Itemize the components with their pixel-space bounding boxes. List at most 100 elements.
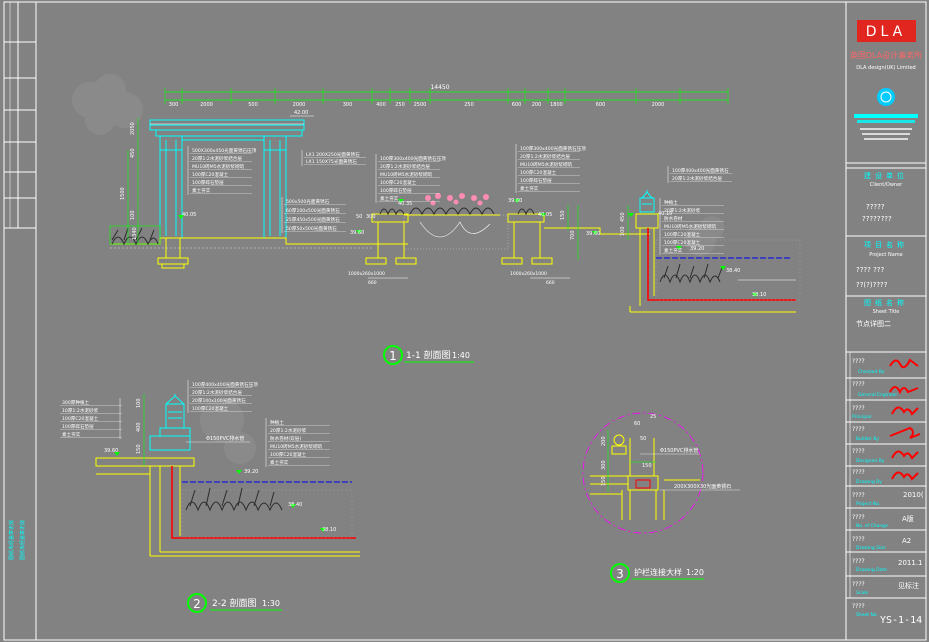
section-3-title-text: 护栏连接大样: [634, 567, 682, 577]
s2-elev-39-20: 39.20: [244, 469, 258, 475]
d3-note-a: Φ150PVC排水管: [660, 447, 698, 454]
s2-note-left-4: 素土夯实: [62, 431, 81, 438]
size-value: A2: [902, 537, 911, 545]
segment-dim-2: 500: [248, 102, 258, 108]
d3-dim-60: 60: [634, 421, 640, 427]
d3-dim-200: 200: [601, 436, 607, 446]
s1-note-left-2: MU10砖M5水泥砂浆砌筑: [192, 163, 245, 170]
pergola-top-elev: 42.00: [294, 110, 308, 116]
project-no-value: 2010(: [903, 491, 924, 499]
width-label-1: 660: [368, 280, 377, 286]
client-label-en: Client/Owner: [870, 182, 903, 188]
section-2-drawing: 39.60 39.20 38.40 38.10 100 400 150 300厚…: [60, 380, 360, 613]
elev-40-10: 40.10: [658, 211, 672, 217]
sheet-no-q: ????: [852, 603, 865, 610]
client-value-1: ?????: [866, 203, 885, 211]
ground-line-3: [544, 227, 650, 235]
s2-dim-400: 400: [136, 422, 142, 432]
title-block: [845, 2, 926, 640]
approved-signature: [889, 386, 919, 395]
elev-39-20: 39.20: [690, 246, 704, 252]
s2-note-left-1: 10厚1:2水泥砂浆: [62, 407, 99, 414]
elevation-markers-1: [178, 199, 758, 297]
segment-dim-13: 2000: [652, 102, 665, 108]
pool-wall-2: [95, 457, 360, 557]
s1-note-right-4: 100厚碎石垫层: [520, 177, 552, 184]
detail-dims: 25 60 50 200 300 150 150: [601, 414, 656, 486]
planter-soil: [403, 214, 509, 250]
section-3-title-num: 3: [616, 567, 624, 581]
firm-name-en: DLA design(UK) Limited: [856, 65, 915, 71]
side-dim-lines-1: [127, 118, 629, 260]
side-dims-1: 2050 450 1500 100 1340 50 300 150 700 45…: [120, 122, 626, 240]
elev-39-60-c: 39.60: [586, 231, 600, 237]
s1-note-base-0: 500x500光面黄锈石: [286, 198, 330, 205]
s1-note-mid-3: 100厚C20混凝土: [380, 179, 417, 186]
approved-q: ????: [852, 381, 865, 388]
s1-note-right-2: MU10砖M5水泥砂浆砌筑: [520, 161, 573, 168]
notes-2-top: 100厚400x400光面黄锈石压顶20厚1:2水泥砂浆结合层20厚100x10…: [187, 380, 258, 413]
notes-pergola: 500X300x450光面黄锈石压顶20厚1:2水泥砂浆结合层MU10砖M5水泥…: [187, 146, 257, 195]
principal-label: Principal: [852, 414, 871, 420]
checked-label: Checked By: [858, 369, 885, 375]
partner-seal-icon: [877, 88, 895, 106]
section-1-title: 1 1-1 剖面图 1:40: [383, 345, 474, 365]
section-1-title-text: 1-1 剖面图: [406, 349, 451, 361]
builder-signature: [889, 426, 921, 439]
sheet-no-label: Sheet No.: [856, 612, 878, 618]
client-value-2: ????????: [862, 215, 892, 223]
checked-q: ????: [852, 358, 865, 365]
segment-dim-12: 600: [596, 102, 606, 108]
checked-signature: [889, 358, 919, 369]
elev-39-60-a: 39.60: [350, 230, 364, 236]
elev-38-40: 38.40: [726, 268, 740, 274]
s2-note-top-3: 100厚C20混凝土: [192, 405, 229, 412]
left-border-stamp-text-2: 图纸未经盖章无效: [19, 520, 26, 560]
vdim-100: 100: [130, 210, 136, 220]
section-3-detail: 25 60 50 200 300 150 150 Φ150PVC排水管 200X…: [582, 412, 740, 583]
s1-note-pool-4: 100厚C20混凝土: [664, 231, 701, 238]
scale-label: Scale: [856, 590, 868, 596]
segment-dim-6: 250: [395, 102, 405, 108]
vdim-450r: 450: [620, 212, 626, 222]
s2-note-right-5: 素土夯实: [270, 459, 289, 466]
s2-note-right-0: 种植土: [270, 419, 284, 426]
notes-base: 500x500光面黄锈石60厚100x500光面黄锈石25厚450x500光面黄…: [281, 197, 346, 233]
designed-q: ????: [852, 448, 865, 455]
pool-red-lining: [647, 228, 796, 301]
s1-note-pool-3: MU10砖M5水泥砂浆砌筑: [664, 223, 717, 230]
vdim-2050: 2050: [130, 122, 136, 135]
date-value: 2011.1: [898, 559, 923, 567]
s1-note-left-3: 100厚C20混凝土: [192, 171, 229, 178]
scale-value: 见标注: [898, 581, 919, 590]
vdim-450: 450: [130, 148, 136, 158]
s2-dim-150: 150: [136, 444, 142, 454]
s2-note-top-1: 20厚1:2水泥砂浆结合层: [192, 389, 242, 396]
s2-note-left-2: 100厚C20混凝土: [62, 415, 99, 422]
notes-2-right: 种植土20厚1:2水泥砂浆防水卷材(双层)MU10砖M5水泥砂浆砌筑100厚C2…: [265, 418, 330, 467]
s1-note-mid-2: MU10砖M5水泥砂浆砌筑: [380, 171, 433, 178]
sheet-title-label-en: Sheet Title: [873, 309, 900, 315]
segment-dim-10: 200: [532, 102, 542, 108]
elev-38-10: 38.10: [752, 292, 766, 298]
s1-note-mid-0: 100厚300x400光面黄锈石压顶: [380, 155, 446, 162]
change-value: A版: [902, 514, 914, 523]
firm-name-cn: 英国DLA设计事务所: [850, 50, 922, 60]
s1-note-mid-5: 素土夯实: [380, 195, 399, 202]
section-2-title: 2 2-2 剖面图 1:30: [187, 593, 282, 613]
s2-note-top-2: 20厚100x100光面黄锈石: [192, 397, 246, 404]
detail-circle: [582, 412, 704, 534]
project-no-q: ????: [852, 492, 865, 499]
s1-note-wall-0: 100厚400x400光面黄锈石: [672, 167, 729, 174]
approved-label: General Engineer: [858, 392, 897, 398]
s2-elev-38-40: 38.40: [288, 502, 302, 508]
lamp-post-2: [149, 394, 191, 451]
plants-left: [111, 227, 159, 246]
sheet-no-value: YS-1-14: [880, 615, 922, 626]
footing-label-2: 1000x260x1000: [510, 271, 547, 277]
segment-dim-1: 2000: [200, 102, 213, 108]
s1-note-mid-1: 20厚1:2水泥砂浆结合层: [380, 163, 430, 170]
info-rows: ???? Project No. 2010( ???? No. of Chang…: [852, 491, 924, 626]
s1-note-mid-4: 100厚碎石垫层: [380, 187, 412, 194]
